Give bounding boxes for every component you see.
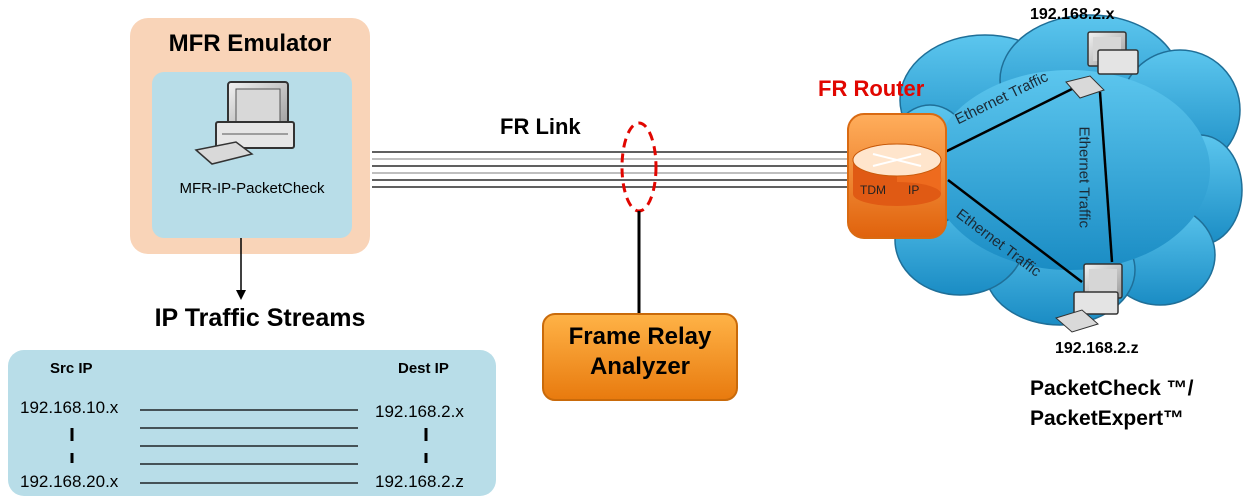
product-line-1: PacketCheck ™/ [1030,377,1194,400]
analyzer-line-2: Analyzer [589,353,691,380]
router-tdm-label: TDM [860,183,886,197]
tap-point-marker [620,121,658,213]
emulator-pc-label: MFR-IP-PacketCheck [179,180,325,197]
dest-ip-header: Dest IP [398,360,449,377]
fr-link-label: FR Link [500,114,581,139]
product-line-2: PacketExpert™ [1030,407,1185,430]
host-bottom-pc [1054,263,1123,333]
emulator-inner-box [152,72,352,238]
ethernet-label-right: Ethernet Traffic [1075,126,1093,228]
emulator-title: MFR Emulator [168,30,332,57]
stream-table-box [8,350,496,496]
streams-title: IP Traffic Streams [154,304,366,332]
host-top-ip: 192.168.2.x [1030,6,1115,23]
router-title: FR Router [818,76,925,101]
dest-ip-last: 192.168.2.z [375,472,464,491]
router-device [847,113,947,239]
stream-lines [140,409,358,484]
analyzer-line-1: Frame Relay [568,323,712,350]
emulator-pc-icon [194,81,295,165]
dest-ip-first: 192.168.2.x [375,402,464,421]
product-label: PacketCheck ™/ PacketExpert™ [1030,374,1193,434]
fr-link-lines [372,151,858,188]
src-ip-header: Src IP [50,360,93,377]
host-bottom-ip: 192.168.2.z [1055,340,1139,357]
host-top-pc [1065,31,1139,99]
src-ip-last: 192.168.20.x [20,472,119,491]
router-ip-label: IP [908,183,920,197]
stream-ellipsis-marks [70,428,428,463]
src-ip-first: 192.168.10.x [20,398,119,417]
ethernet-links [944,84,1114,283]
analyzer-box [542,313,738,401]
analyzer-label: Frame Relay Analyzer [543,322,737,382]
